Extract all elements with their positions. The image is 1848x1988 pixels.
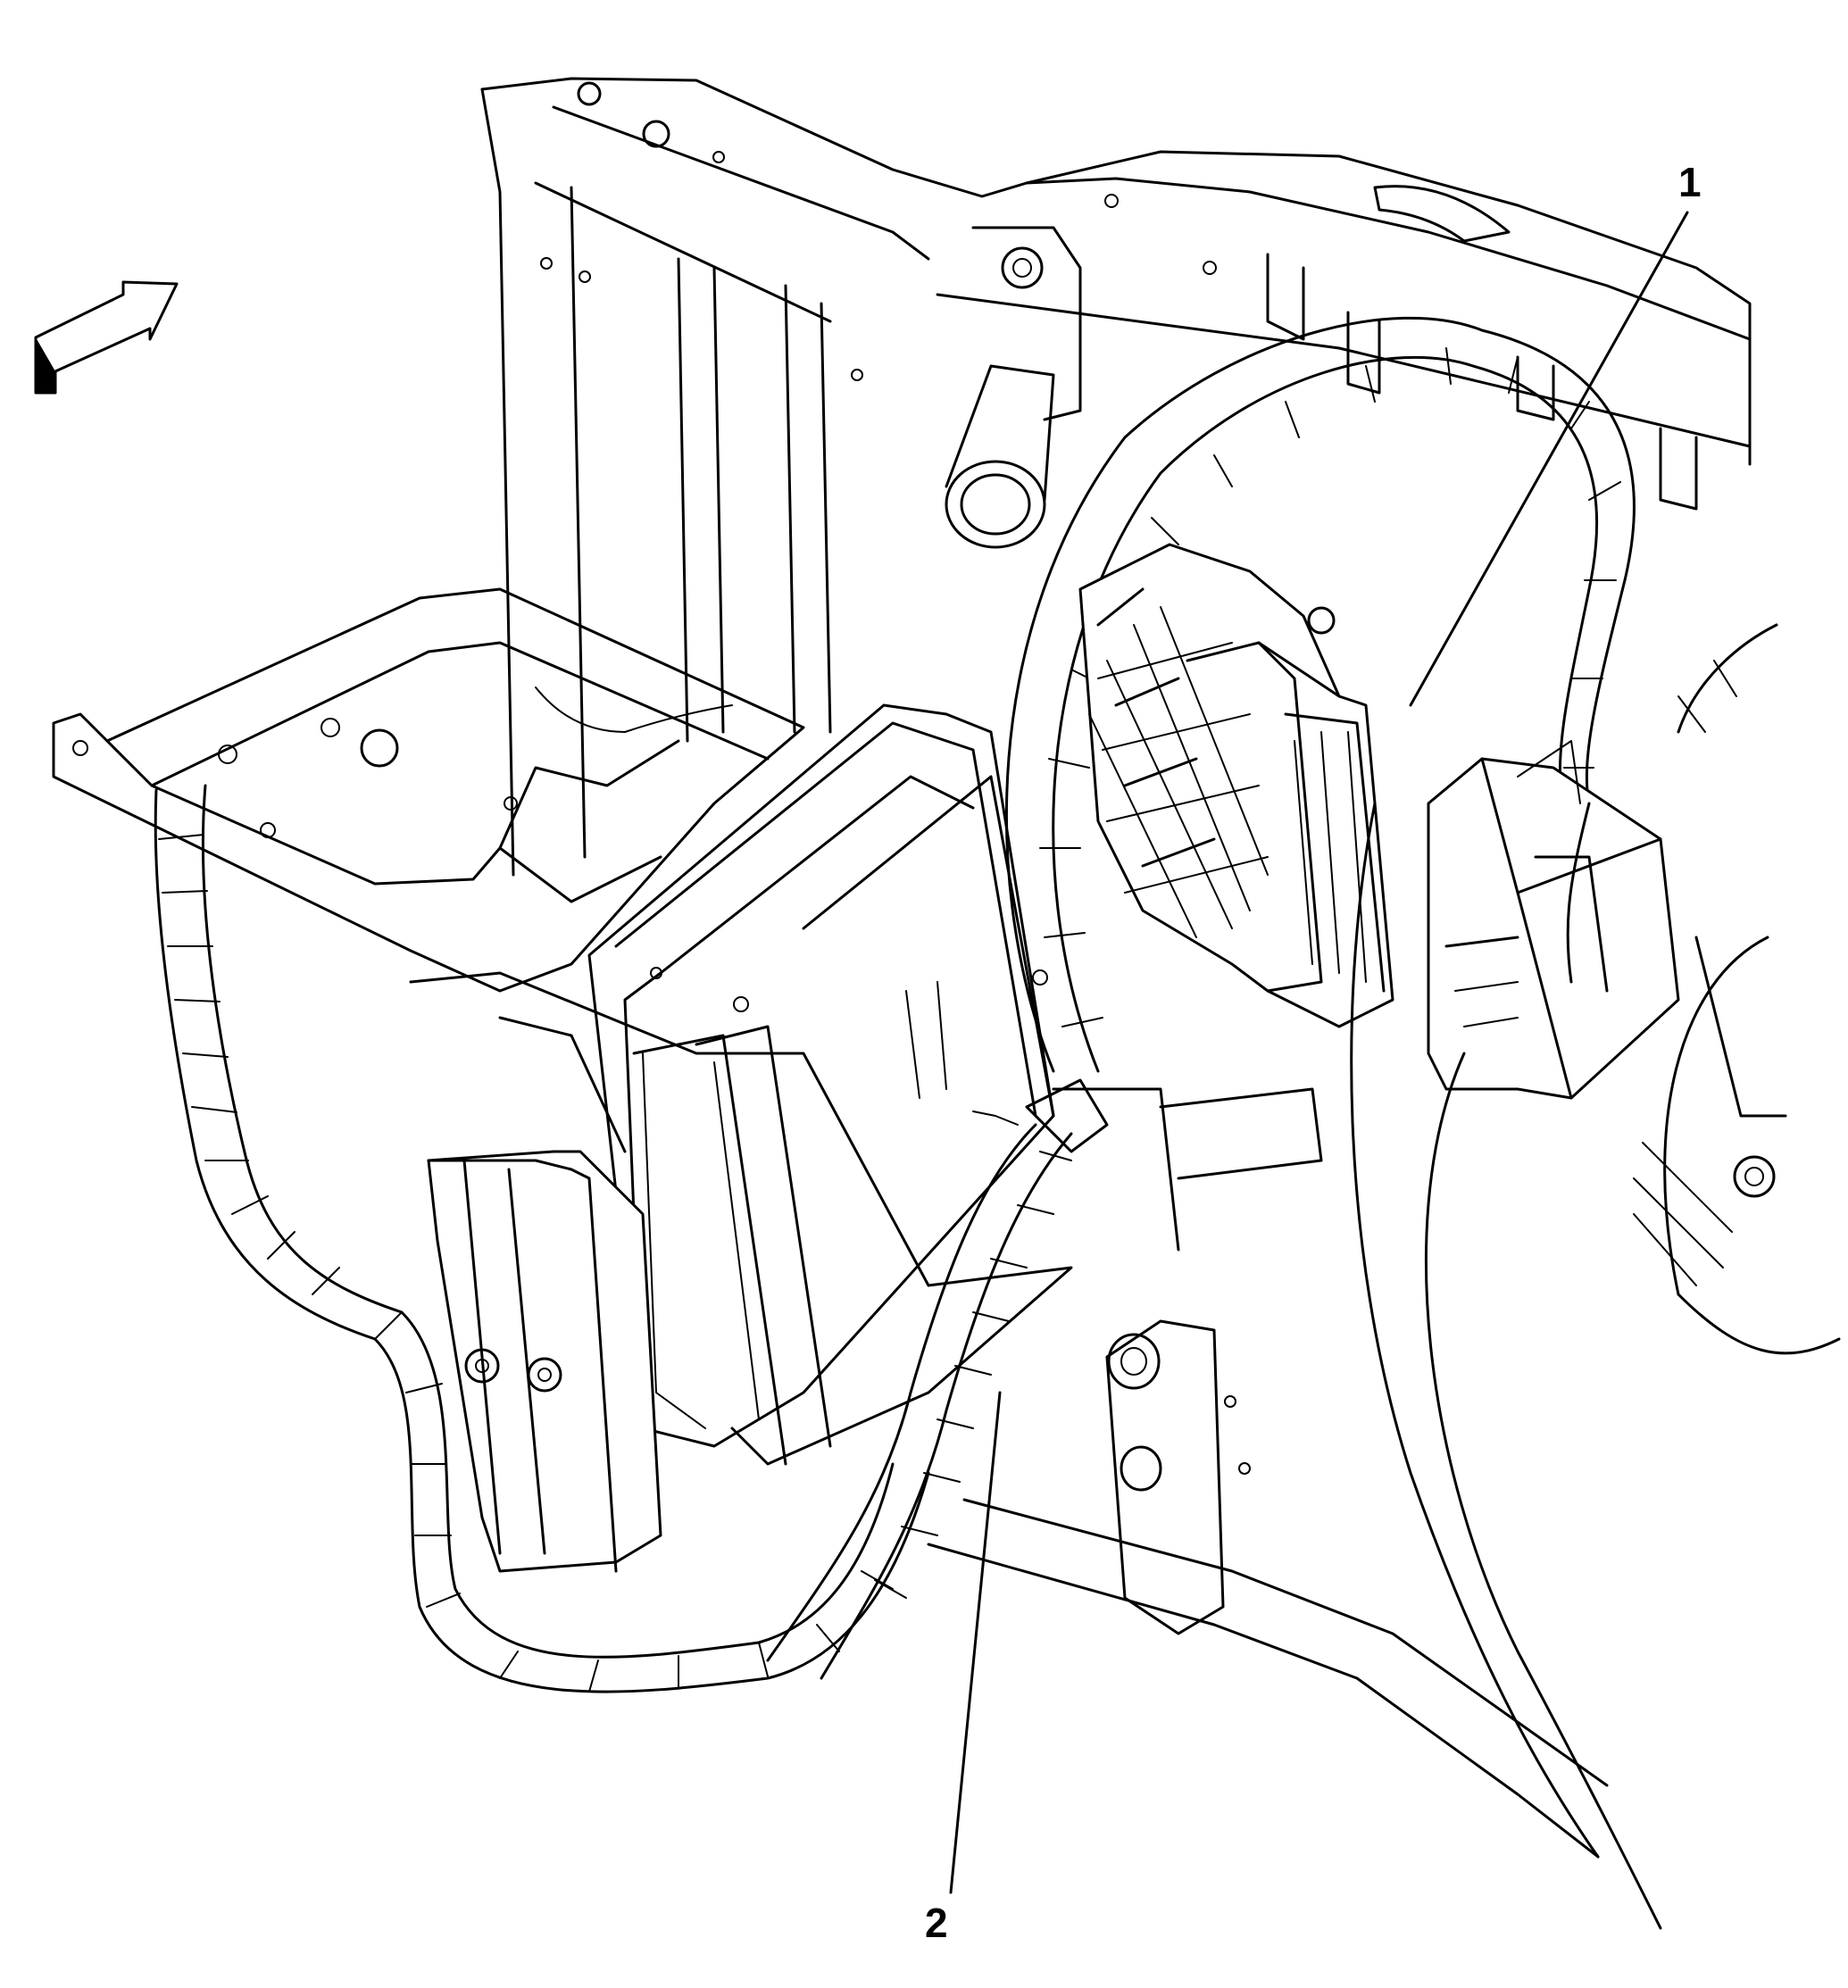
harness-loop bbox=[1005, 316, 1636, 1073]
direction-arrow-icon bbox=[34, 280, 179, 395]
left-wiring-harness bbox=[154, 784, 930, 1693]
leader-line-2 bbox=[949, 1391, 1002, 1894]
engine-control-module bbox=[587, 703, 1055, 1466]
right-harness bbox=[1566, 623, 1778, 984]
upper-cross-member bbox=[936, 177, 1752, 511]
inner-fender bbox=[1350, 802, 1841, 1930]
ecm-connector-right bbox=[1078, 543, 1394, 1028]
harness-clip-assembly bbox=[1427, 740, 1680, 1100]
hose-fitting bbox=[945, 226, 1082, 549]
radiator-support-frame bbox=[480, 77, 1752, 877]
ecm-bracket bbox=[409, 971, 1073, 1466]
leader-line-1 bbox=[1409, 211, 1689, 707]
ecm-connector-left bbox=[427, 1150, 662, 1573]
lower-panel bbox=[927, 969, 1609, 1859]
callout-1: 1 bbox=[1678, 159, 1702, 205]
callout-2: 2 bbox=[925, 1900, 948, 1946]
battery-tray bbox=[52, 587, 805, 993]
leader-lines bbox=[949, 211, 1689, 1894]
